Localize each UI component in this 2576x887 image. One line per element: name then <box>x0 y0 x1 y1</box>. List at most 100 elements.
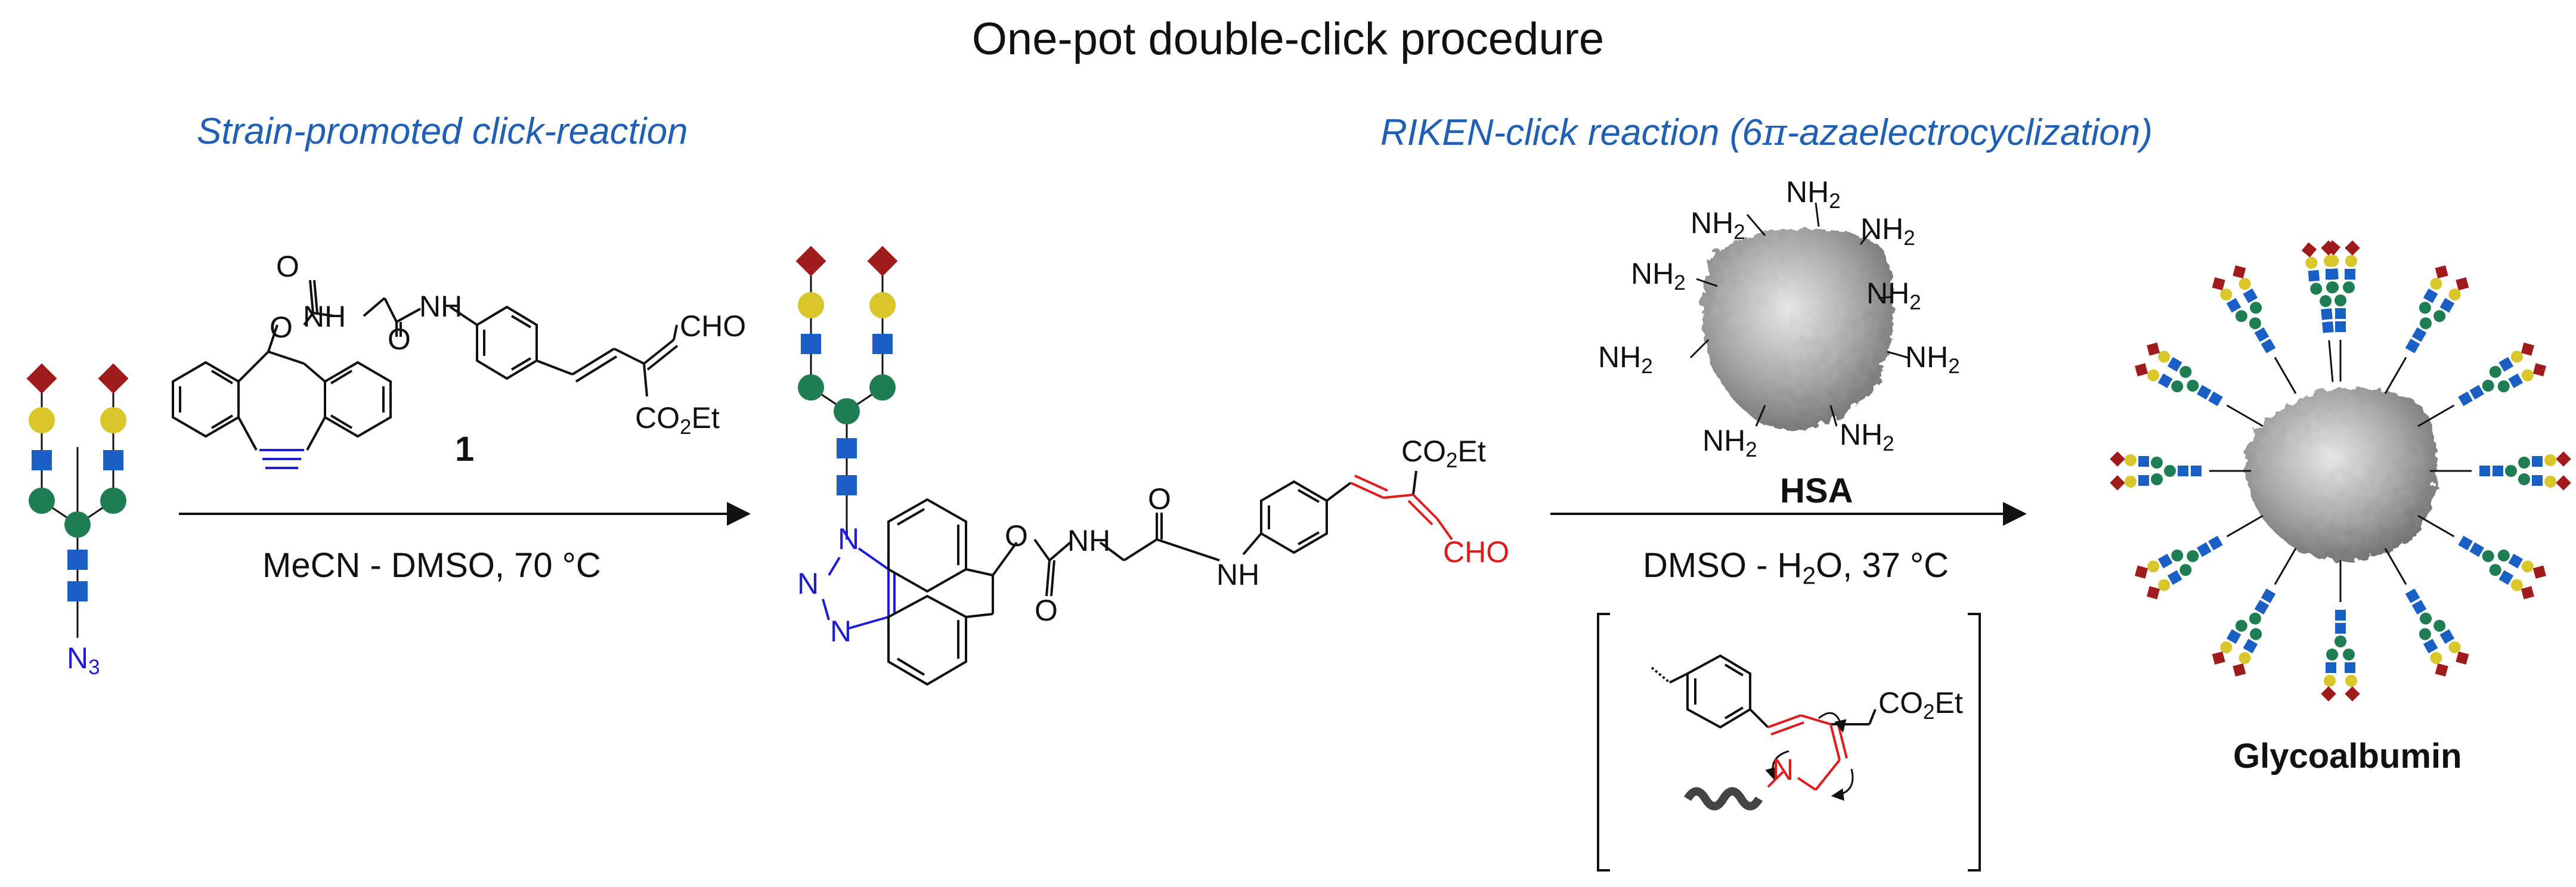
mannose-circle <box>2187 550 2199 562</box>
sialic-acid-diamond <box>867 246 898 277</box>
galactose-circle <box>2220 641 2233 653</box>
linker-bond <box>2384 356 2407 394</box>
amine-label: NH2 <box>1786 175 1841 213</box>
glcnac-square <box>2321 308 2333 320</box>
glcnac-square <box>2508 373 2524 389</box>
glcnac-square <box>2423 288 2438 303</box>
glcnac-square <box>2197 384 2212 400</box>
mannose-circle <box>2497 549 2510 562</box>
glcnac-square <box>2326 662 2336 673</box>
galactose-circle <box>2238 652 2251 664</box>
galactose-circle <box>869 292 896 318</box>
glcnac-square <box>2208 391 2223 407</box>
glcnac-square <box>801 334 821 354</box>
intermediate-glycan <box>795 246 898 531</box>
mannose-circle <box>2327 281 2339 293</box>
glcnac-square <box>2243 288 2258 303</box>
sialic-acid-diamond <box>2212 277 2225 291</box>
glcnac-square <box>2493 466 2503 476</box>
sialic-acid-diamond <box>2233 265 2246 279</box>
glcnac-square <box>837 475 857 495</box>
sialic-acid-diamond <box>2135 565 2148 579</box>
glcnac-square <box>2479 466 2490 476</box>
intermediate-aldehyde-label: CHO <box>1443 535 1510 569</box>
glcnac-square <box>2157 373 2173 389</box>
sialic-acid-diamond <box>2147 586 2160 600</box>
mannose-circle <box>2420 317 2432 330</box>
mannose-circle <box>2343 281 2355 293</box>
mannose-circle <box>2235 619 2247 632</box>
galactose-circle <box>2147 560 2160 573</box>
sialic-acid-diamond <box>2532 565 2546 579</box>
glcnac-square <box>103 450 123 470</box>
galactose-circle <box>29 407 55 433</box>
galactose-circle <box>2521 560 2534 573</box>
triazole-n3: N <box>830 615 852 648</box>
galactose-circle <box>2327 255 2339 267</box>
step2-conditions: DMSO - H2O, 37 °C <box>1643 546 1949 590</box>
mannose-circle <box>2187 380 2199 392</box>
glcnac-square <box>2532 475 2543 486</box>
glcnac-square <box>2411 327 2427 342</box>
sialic-acid-diamond <box>2212 651 2225 665</box>
glcnac-square <box>2345 662 2355 673</box>
glcnac-square <box>2508 553 2524 569</box>
galactose-circle <box>2521 369 2534 382</box>
mannose-circle <box>2489 365 2501 378</box>
galactose-circle <box>2430 278 2442 290</box>
intermediate-carbonyl-oxygen: O <box>1035 594 1058 627</box>
mannose-circle <box>2518 457 2530 469</box>
galactose-circle <box>2220 289 2233 301</box>
glcnac-square <box>2191 466 2202 476</box>
aldehyde-label: CHO <box>680 309 747 343</box>
galactose-circle <box>2147 369 2160 382</box>
sialic-acid-diamond <box>2110 451 2125 467</box>
sialic-acid-diamond <box>2532 363 2546 377</box>
glcnac-square <box>2261 339 2276 353</box>
hsa-amine-bonds <box>1689 202 1909 427</box>
step1-heading: Strain-promoted click-reaction <box>197 111 688 152</box>
glcnac-square <box>2138 456 2149 467</box>
sialic-acid-diamond <box>2301 242 2317 258</box>
glcnac-square <box>2439 297 2455 313</box>
glcnac-square <box>872 334 893 354</box>
azido-glycan <box>26 363 129 638</box>
glcnac-square <box>2138 475 2149 486</box>
mannose-circle <box>2171 380 2184 393</box>
mechanism-bracket <box>1597 613 1981 872</box>
galactose-circle <box>798 292 824 318</box>
amine-label: NH2 <box>1702 424 1757 461</box>
glycan-antennae <box>2110 240 2571 702</box>
mannose-circle <box>2334 635 2346 647</box>
glcnac-square <box>2469 384 2484 400</box>
mannose-circle <box>2420 612 2432 625</box>
carbonyl-oxygen: O <box>276 250 299 283</box>
glcnac-square <box>2335 321 2346 332</box>
mannose-circle <box>2482 550 2494 562</box>
glcnac-square <box>2322 321 2334 333</box>
carbamate-nh: NH <box>303 300 346 333</box>
intermediate-amide-nh: NH <box>1216 558 1260 591</box>
glcnac-square <box>2197 542 2212 557</box>
sialic-acid-diamond <box>795 246 826 277</box>
mannose-circle <box>2419 628 2431 640</box>
amine-label: NH2 <box>1690 206 1745 244</box>
sialic-acid-diamond <box>2345 686 2360 702</box>
sialic-acid-diamond <box>2456 277 2469 291</box>
glycoalbumin-product <box>2110 240 2571 702</box>
glcnac-square <box>67 550 88 570</box>
sialic-acid-diamond <box>26 363 57 394</box>
figure-title: One-pot double-click procedure <box>971 14 1605 64</box>
mannose-circle <box>2164 465 2176 477</box>
mannose-circle <box>2249 317 2261 330</box>
mannose-circle <box>2310 283 2323 295</box>
mannose-circle <box>29 488 55 514</box>
linker-bond <box>2274 356 2297 394</box>
amide-nh: NH <box>419 290 463 323</box>
azide-label: N3 <box>67 641 100 679</box>
glcnac-square <box>2411 600 2427 615</box>
glcnac-square <box>2335 623 2346 634</box>
galactose-circle <box>2544 454 2556 466</box>
reagent-1-label: 1 <box>455 430 475 469</box>
linker-bond <box>2226 404 2264 427</box>
